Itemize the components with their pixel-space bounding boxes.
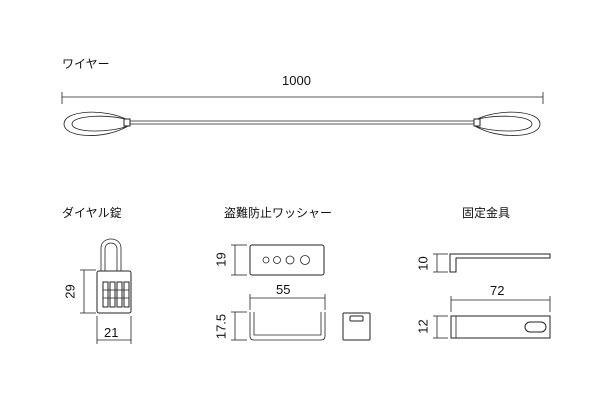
bracket-width-dimension: 72 — [490, 283, 505, 298]
wire-title: ワイヤー — [62, 57, 110, 71]
bracket-height-a-dimension: 10 — [415, 256, 431, 271]
wire-drawing — [61, 92, 544, 136]
lock-height-dimension: 29 — [62, 284, 78, 299]
washer-height-a-dimension: 19 — [213, 252, 229, 267]
bracket-drawing — [433, 253, 551, 339]
lock-width-dimension: 21 — [104, 325, 119, 340]
washer-width-dimension: 55 — [276, 282, 291, 297]
washer-height-b-dimension: 17.5 — [213, 313, 229, 340]
wire-length-dimension: 1000 — [282, 73, 311, 88]
washer-drawing — [231, 244, 371, 341]
bracket-height-b-dimension: 12 — [415, 319, 431, 334]
lock-title: ダイヤル錠 — [62, 206, 122, 220]
bracket-title: 固定金具 — [462, 206, 511, 220]
dial-lock-drawing — [80, 238, 132, 344]
washer-title: 盗難防止ワッシャー — [224, 206, 333, 220]
